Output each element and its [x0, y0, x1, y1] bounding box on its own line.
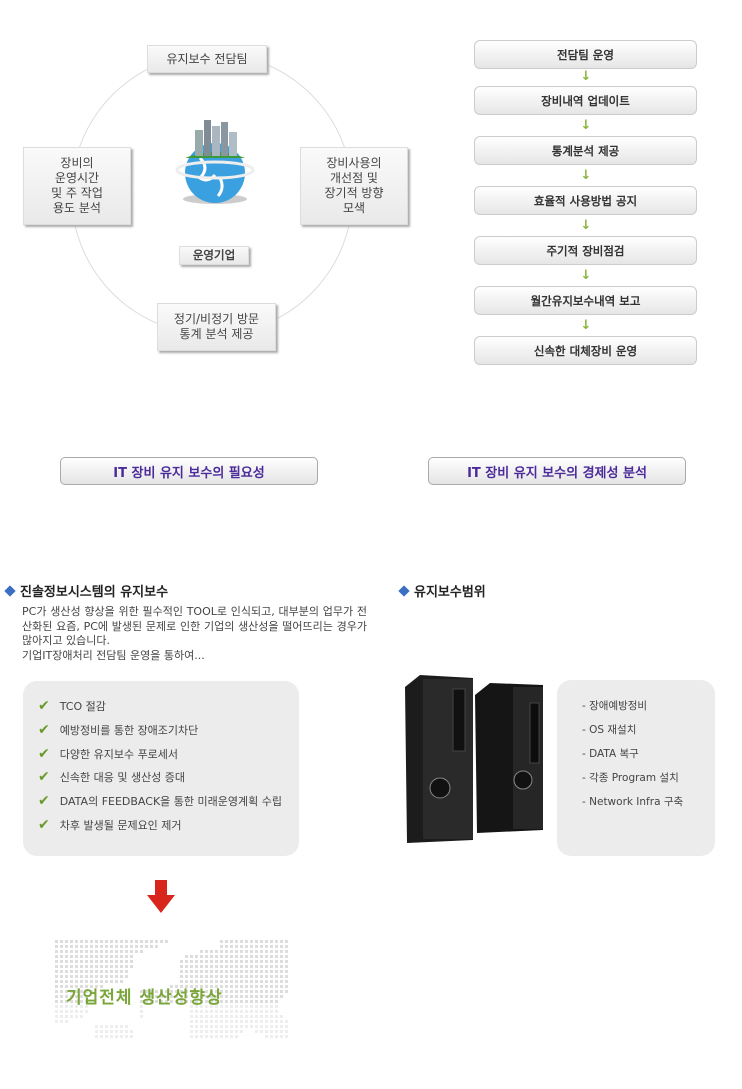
- flow-step: 전담팀 운영: [474, 40, 697, 69]
- benefit-text: DATA의 FEEDBACK을 통한 미래운영계획 수립: [59, 795, 282, 808]
- flow-step: 효율적 사용방법 공지: [474, 186, 697, 215]
- arrow-down-icon: ↓: [580, 118, 592, 133]
- center-label: 운영기업: [179, 246, 249, 265]
- check-icon: ✔: [38, 698, 50, 714]
- check-icon: ✔: [38, 769, 50, 785]
- section-title-text: 유지보수범위: [414, 585, 486, 600]
- flow-step: 장비내역 업데이트: [474, 86, 697, 115]
- flow-step: 주기적 장비점검: [474, 236, 697, 265]
- flow-step: 월간유지보수내역 보고: [474, 286, 697, 315]
- arrow-down-icon: ↓: [580, 69, 592, 84]
- arrow-down-icon: ↓: [580, 268, 592, 283]
- necessity-button[interactable]: IT 장비 유지 보수의 필요성: [60, 457, 318, 485]
- productivity-result: 기업전체 생산성향상: [66, 988, 223, 1008]
- benefit-item: ✔ TCO 절감: [38, 698, 106, 714]
- cycle-right-box: 장비사용의 개선점 및 장기적 방향 모색: [300, 147, 408, 225]
- intro-text: PC가 생산성 향상을 위한 필수적인 TOOL로 인식되고, 대부분의 업무가…: [22, 605, 367, 647]
- check-icon: ✔: [38, 817, 50, 833]
- cycle-top-box: 유지보수 전담팀: [147, 45, 267, 73]
- intro-paragraph: PC가 생산성 향상을 위한 필수적인 TOOL로 인식되고, 대부분의 업무가…: [22, 605, 367, 663]
- scope-item: - 각종 Program 설치: [582, 772, 679, 784]
- red-arrow-down-icon: [147, 880, 175, 913]
- scope-item: - Network Infra 구축: [582, 796, 684, 808]
- arrow-down-icon: ↓: [580, 168, 592, 183]
- check-icon: ✔: [38, 793, 50, 809]
- benefit-item: ✔ DATA의 FEEDBACK을 통한 미래운영계획 수립: [38, 793, 282, 809]
- right-section-title: 유지보수범위: [398, 581, 486, 600]
- flow-step: 신속한 대체장비 운영: [474, 336, 697, 365]
- section-title-text: 진솔정보시스템의 유지보수: [20, 585, 169, 600]
- arrow-down-icon: ↓: [580, 318, 592, 333]
- benefit-text: 차후 발생될 문제요인 제거: [59, 819, 182, 832]
- benefit-text: 예방정비를 통한 장애조기차단: [59, 724, 199, 737]
- scope-panel: [557, 680, 715, 856]
- desktop-pc-image: [405, 675, 543, 843]
- benefit-item: ✔ 신속한 대응 및 생산성 증대: [38, 769, 185, 785]
- scope-item: - 장애예방정비: [582, 700, 648, 712]
- economics-button[interactable]: IT 장비 유지 보수의 경제성 분석: [428, 457, 686, 485]
- cycle-left-box: 장비의 운영시간 및 주 작업 용도 분석: [23, 147, 131, 225]
- check-icon: ✔: [38, 746, 50, 762]
- flow-step: 통계분석 제공: [474, 136, 697, 165]
- benefit-text: 신속한 대응 및 생산성 증대: [59, 771, 186, 784]
- benefit-text: TCO 절감: [59, 700, 106, 713]
- diamond-bullet-icon: [398, 584, 410, 597]
- benefits-panel: [23, 681, 299, 856]
- world-map-dots: [55, 940, 288, 1038]
- check-icon: ✔: [38, 722, 50, 738]
- intro-text-2: 기업IT장애처리 전담팀 운영을 통하여...: [22, 648, 205, 662]
- diamond-bullet-icon: [4, 584, 16, 597]
- benefit-item: ✔ 다양한 유지보수 푸로세서: [38, 746, 178, 762]
- benefit-text: 다양한 유지보수 푸로세서: [59, 748, 179, 761]
- benefit-item: ✔ 차후 발생될 문제요인 제거: [38, 817, 182, 833]
- scope-item: - DATA 복구: [582, 748, 639, 760]
- globe-city-icon: [175, 120, 255, 204]
- scope-item: - OS 재설치: [582, 724, 637, 736]
- left-section-title: 진솔정보시스템의 유지보수: [4, 581, 169, 600]
- cycle-bottom-box: 정기/비정기 방문 통계 분석 제공: [157, 303, 276, 351]
- arrow-down-icon: ↓: [580, 218, 592, 233]
- benefit-item: ✔ 예방정비를 통한 장애조기차단: [38, 722, 198, 738]
